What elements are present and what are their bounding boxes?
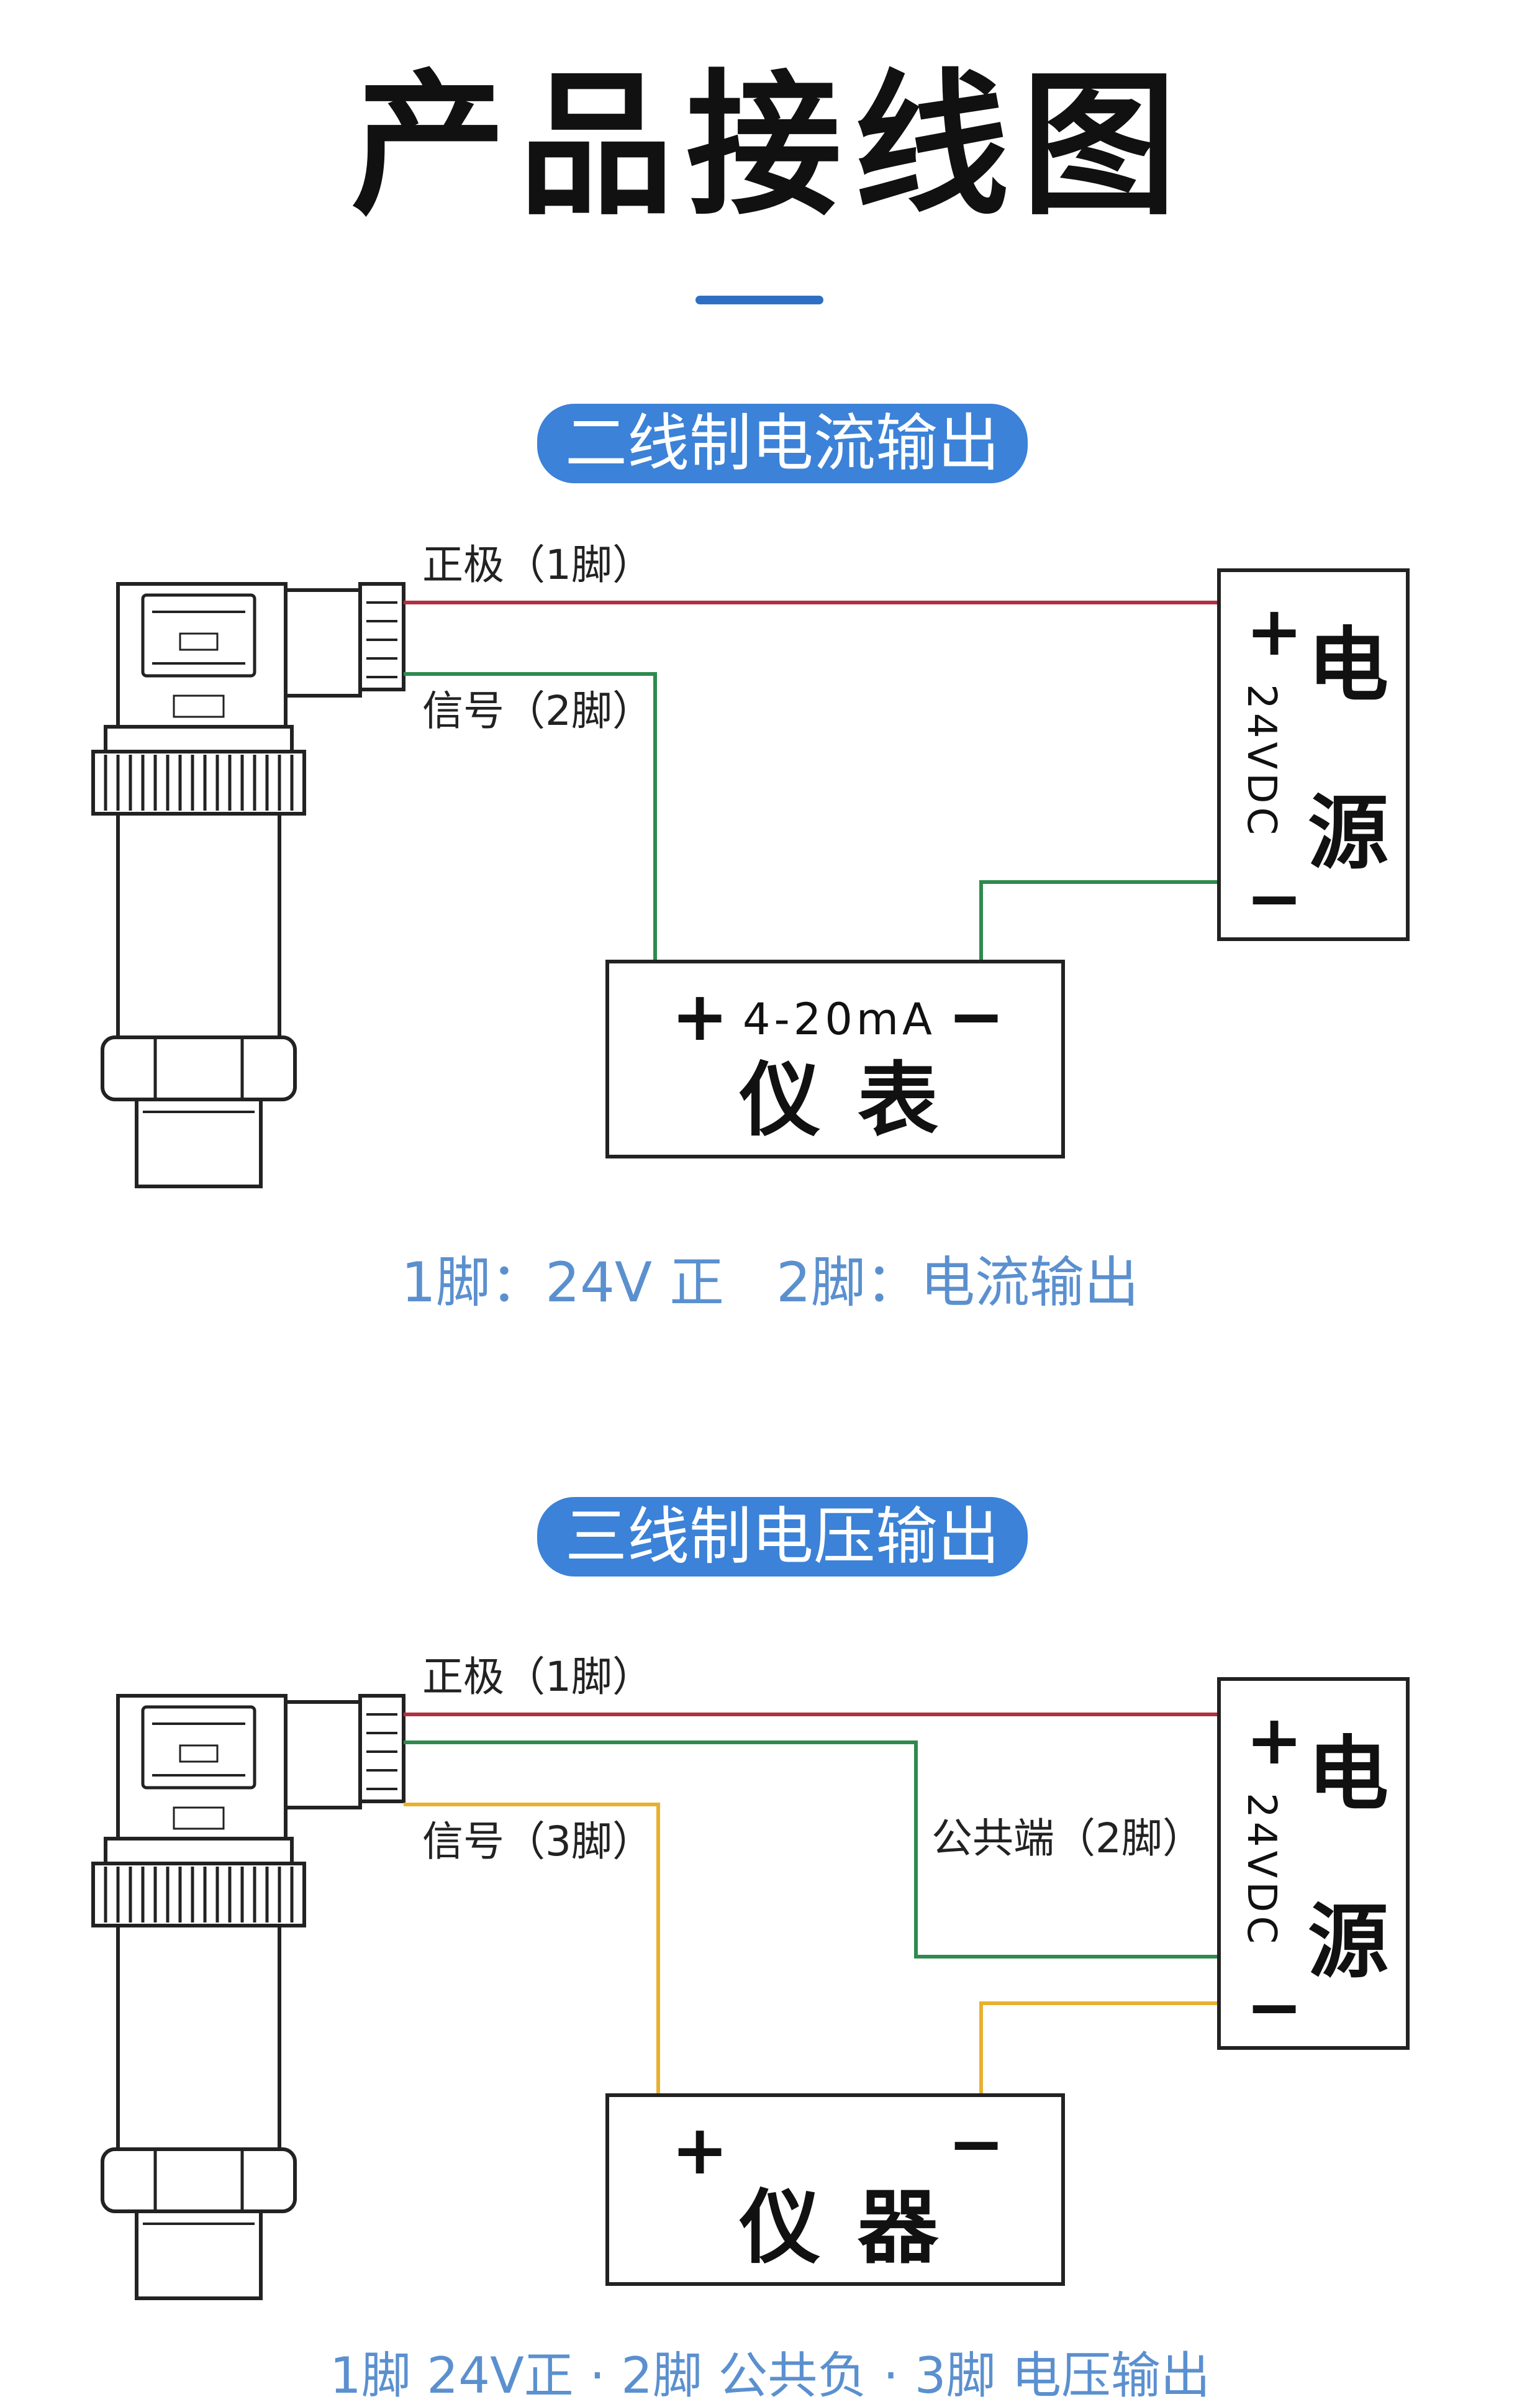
- power-supply-box: + 24VDC − 电 源: [1217, 1677, 1410, 2050]
- wire-return: [979, 2001, 1217, 2093]
- pin-caption: 1脚 24V正 · 2脚 公共负 · 3脚 电压输出: [329, 2347, 1211, 2405]
- title-underline: [695, 296, 823, 304]
- instrument-minus: −: [948, 2104, 1005, 2183]
- meter-name: 仪表: [740, 1053, 976, 1147]
- wire-common: [404, 1740, 1217, 1959]
- wire-label-common: 公共端（2脚）: [931, 1814, 1203, 1862]
- meter-box: + 4-20mA − 仪表: [605, 960, 1065, 1158]
- meter-minus: −: [948, 976, 1005, 1056]
- wire-signal: [404, 672, 657, 960]
- power-supply-box: + 24VDC − 电 源: [1217, 568, 1410, 941]
- power-minus: −: [1246, 1967, 1303, 2047]
- power-voltage: 24VDC: [1238, 684, 1284, 839]
- section-heading: 二线制电流输出: [537, 404, 1028, 483]
- wire-label-signal: 信号（3脚）: [422, 1818, 653, 1865]
- meter-range: 4-20mA: [743, 994, 936, 1045]
- transmitter-drawing: [93, 584, 404, 1186]
- page-title: 产品接线图: [351, 55, 1189, 236]
- power-minus: −: [1246, 858, 1303, 938]
- meter-plus: +: [671, 976, 729, 1056]
- instrument-box: + − 仪器: [605, 2093, 1065, 2286]
- wire-return: [979, 880, 1217, 960]
- wire-label-positive: 正极（1脚）: [422, 1653, 653, 1701]
- power-plus: +: [1246, 1700, 1303, 1780]
- wire-label-signal: 信号（2脚）: [422, 687, 653, 735]
- power-label-bottom: 源: [1308, 786, 1389, 880]
- wire-signal: [404, 1803, 660, 2093]
- transmitter-drawing: [93, 1696, 404, 2298]
- power-label-bottom: 源: [1308, 1895, 1389, 1989]
- power-label-top: 电: [1308, 1727, 1389, 1821]
- power-plus: +: [1246, 591, 1303, 671]
- pin-caption: 1脚：24V 正 2脚：电流输出: [401, 1250, 1139, 1314]
- power-voltage: 24VDC: [1238, 1793, 1284, 1948]
- instrument-plus: +: [671, 2110, 729, 2190]
- instrument-name: 仪器: [740, 2180, 976, 2275]
- wire-label-positive: 正极（1脚）: [422, 541, 653, 589]
- power-label-top: 电: [1308, 618, 1389, 712]
- section-heading: 三线制电压输出: [537, 1497, 1028, 1577]
